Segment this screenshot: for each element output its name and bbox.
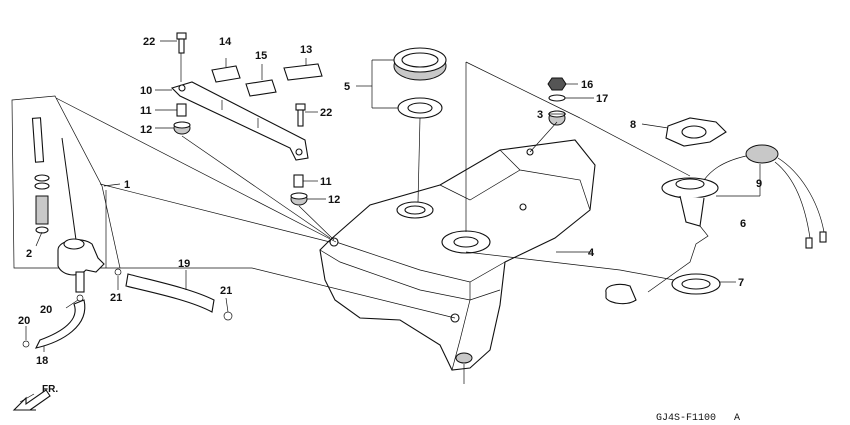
- grommet-3: [548, 110, 566, 126]
- rubber-12-upper: [173, 121, 191, 135]
- callout-5: 5: [344, 81, 350, 93]
- nut-16: [547, 77, 567, 91]
- front-marker-label: FR.: [42, 384, 58, 395]
- washer-17: [548, 94, 566, 102]
- callout-20-upper: 20: [40, 304, 52, 316]
- bolt-22-right: [295, 103, 306, 127]
- alignment-lines: [55, 61, 691, 384]
- fuel-hose-19: [125, 273, 215, 313]
- fuel-cap-5: [393, 47, 447, 81]
- callout-22-top: 22: [143, 36, 155, 48]
- callout-16: 16: [581, 79, 593, 91]
- collar-11-lower: [293, 174, 304, 188]
- callout-11-upper: 11: [140, 105, 152, 117]
- clip-20-upper: [76, 294, 84, 302]
- callout-21-right: 21: [220, 285, 232, 297]
- collar-11-upper: [176, 103, 187, 117]
- callout-labels: 22 14 15 13 10 11 12 22 11 12 5 16 17 3 …: [18, 36, 762, 367]
- clip-20-lower: [22, 340, 30, 348]
- gasket-7: [671, 273, 721, 295]
- cap-seal-5: [397, 97, 443, 119]
- fuel-cock-1: [11, 95, 121, 293]
- bolt-22-top: [176, 32, 187, 82]
- fuel-tank-4: [319, 139, 596, 371]
- callout-15: 15: [255, 50, 267, 62]
- callout-22-right: 22: [320, 107, 332, 119]
- callout-21-left: 21: [110, 292, 122, 304]
- callout-14: 14: [219, 36, 232, 48]
- callout-2: 2: [26, 248, 32, 260]
- callout-7: 7: [738, 277, 744, 289]
- callout-17: 17: [596, 93, 608, 105]
- pad-14: [211, 58, 241, 83]
- clip-21-right: [223, 311, 233, 321]
- callout-13: 13: [300, 44, 312, 56]
- callout-9: 9: [756, 178, 762, 190]
- tank-strap-10: [170, 81, 309, 161]
- callout-1: 1: [124, 179, 130, 191]
- callout-18: 18: [36, 355, 48, 367]
- callout-11-lower: 11: [320, 176, 332, 188]
- sender-plate-8: [665, 117, 727, 147]
- diagram-code: GJ4S-F1100: [656, 413, 716, 424]
- callout-6: 6: [740, 218, 746, 230]
- fuel-unit-6: [605, 177, 719, 305]
- callout-4: 4: [588, 247, 595, 259]
- callout-8: 8: [630, 119, 636, 131]
- callout-12-lower: 12: [328, 194, 340, 206]
- callout-10: 10: [140, 85, 152, 97]
- wire-harness-9: [703, 144, 827, 249]
- pad-13: [283, 58, 323, 81]
- clip-21-left: [114, 268, 122, 276]
- callout-20-lower: 20: [18, 315, 30, 327]
- front-arrow-icon: [12, 389, 51, 411]
- callout-12-upper: 12: [140, 124, 152, 136]
- callout-3: 3: [537, 109, 543, 121]
- diagram-code-suffix: A: [734, 413, 740, 424]
- callout-leaders: [25, 40, 761, 352]
- rubber-12-lower: [290, 192, 308, 206]
- callout-19: 19: [178, 258, 190, 270]
- fuel-hose-18: [34, 299, 86, 349]
- pad-15: [245, 64, 277, 97]
